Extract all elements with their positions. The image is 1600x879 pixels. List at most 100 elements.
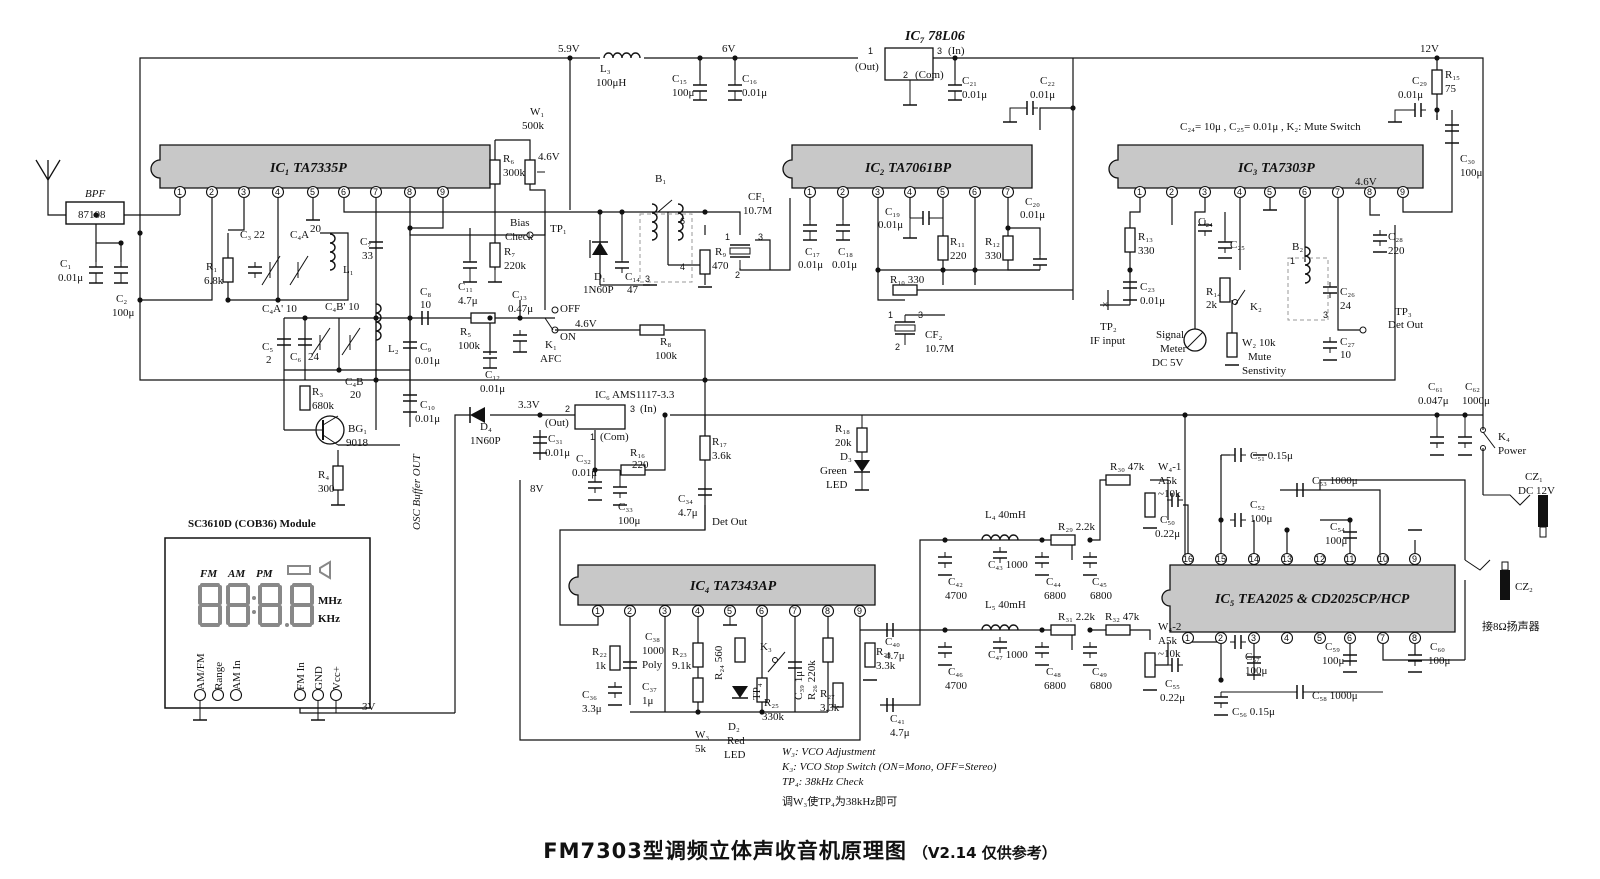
svg-text:2: 2 bbox=[735, 270, 740, 280]
svg-text:C₄₈: C₄₈ bbox=[1046, 666, 1061, 678]
svg-text:C₅₁ 0.15μ: C₅₁ 0.15μ bbox=[1250, 450, 1293, 462]
svg-text:K₄: K₄ bbox=[1498, 431, 1510, 443]
svg-text:C₁₃: C₁₃ bbox=[512, 289, 527, 301]
svg-text:0.01μ: 0.01μ bbox=[480, 383, 505, 395]
svg-text:C₂₉: C₂₉ bbox=[1412, 75, 1427, 87]
svg-text:3: 3 bbox=[1202, 187, 1207, 197]
svg-text:16: 16 bbox=[1183, 554, 1193, 564]
svg-text:1: 1 bbox=[177, 187, 182, 197]
svg-text:0.22μ: 0.22μ bbox=[1155, 528, 1180, 540]
svg-text:AM/FM: AM/FM bbox=[195, 653, 207, 690]
svg-text:C₅₅: C₅₅ bbox=[1165, 678, 1180, 690]
svg-text:W₁: W₁ bbox=[530, 106, 544, 118]
svg-text:3.6k: 3.6k bbox=[712, 450, 732, 462]
svg-text:B₁: B₁ bbox=[655, 173, 666, 185]
svg-text:10: 10 bbox=[1378, 554, 1388, 564]
svg-text:C₄B' 10: C₄B' 10 bbox=[325, 301, 360, 313]
svg-text:L₃: L₃ bbox=[600, 63, 611, 75]
svg-text:100μ: 100μ bbox=[618, 515, 641, 527]
svg-text:1N60P: 1N60P bbox=[470, 435, 501, 447]
svg-text:C₃₃: C₃₃ bbox=[618, 501, 633, 513]
svg-text:1000: 1000 bbox=[642, 645, 665, 657]
svg-text:B₂: B₂ bbox=[1292, 241, 1303, 253]
svg-text:K₂: K₂ bbox=[1250, 301, 1262, 313]
svg-text:1: 1 bbox=[807, 187, 812, 197]
svg-text:220: 220 bbox=[632, 459, 649, 471]
ceramic-filter-cf2: 1 3 2 bbox=[888, 310, 923, 352]
svg-text:CF₁: CF₁ bbox=[748, 191, 765, 203]
svg-text:12: 12 bbox=[1315, 554, 1325, 564]
svg-text:C₅₇: C₅₇ bbox=[1245, 651, 1260, 663]
antenna-icon bbox=[35, 159, 61, 182]
svg-text:75: 75 bbox=[1445, 83, 1457, 95]
svg-text:6: 6 bbox=[972, 187, 977, 197]
svg-text:33: 33 bbox=[362, 250, 374, 262]
svg-text:R₂₃: R₂₃ bbox=[672, 646, 687, 658]
red-led-d2 bbox=[732, 686, 748, 699]
svg-text:1: 1 bbox=[725, 232, 730, 242]
labels: 5.9V 6V 12V L₃ 100μH C₁₅ 100μ C₁₆ 0.01μ … bbox=[58, 43, 1555, 808]
svg-text:1: 1 bbox=[1137, 187, 1142, 197]
svg-text:C₆₂: C₆₂ bbox=[1465, 381, 1480, 393]
svg-text:C₂₃: C₂₃ bbox=[1140, 281, 1155, 293]
svg-text:0.01μ: 0.01μ bbox=[832, 259, 857, 271]
schematic: IC₁ TA7335P IC₂ TA7061BP IC₃ TA7303P IC₄… bbox=[35, 29, 1555, 808]
svg-text:3: 3 bbox=[918, 310, 923, 320]
svg-text:4: 4 bbox=[907, 187, 912, 197]
svg-text:C₄₅: C₄₅ bbox=[1092, 576, 1107, 588]
svg-text:C₃₄: C₃₄ bbox=[678, 493, 693, 505]
svg-text:C₃₈: C₃₈ bbox=[645, 631, 660, 643]
svg-text:R₁₅: R₁₅ bbox=[1445, 69, 1460, 81]
svg-text:11: 11 bbox=[1345, 554, 1354, 564]
svg-text:4.6V: 4.6V bbox=[538, 151, 560, 163]
signal-bars-icon bbox=[287, 565, 311, 575]
svg-text:6: 6 bbox=[341, 187, 346, 197]
svg-text:C₁₁: C₁₁ bbox=[458, 281, 473, 293]
sc3610d-module: SC3610D (COB36) Module FM AM PM MHz KHz … bbox=[164, 518, 455, 721]
svg-text:W₃: W₃ bbox=[695, 729, 709, 741]
svg-text:5: 5 bbox=[727, 606, 732, 616]
svg-text:C₅₃ 1000μ: C₅₃ 1000μ bbox=[1312, 475, 1358, 487]
svg-text:R₇: R₇ bbox=[504, 246, 515, 258]
svg-text:3: 3 bbox=[630, 404, 635, 414]
svg-text:TP₂: TP₂ bbox=[1100, 321, 1117, 333]
svg-text:7: 7 bbox=[792, 606, 797, 616]
svg-text:0.01μ: 0.01μ bbox=[742, 87, 767, 99]
svg-text:5: 5 bbox=[310, 187, 315, 197]
svg-text:AFC: AFC bbox=[540, 353, 561, 365]
svg-text:100μ: 100μ bbox=[1325, 535, 1348, 547]
svg-text:10: 10 bbox=[420, 299, 432, 311]
svg-text:MHz: MHz bbox=[318, 595, 342, 607]
svg-text:R₁₆: R₁₆ bbox=[630, 447, 645, 459]
svg-text:R₆: R₆ bbox=[503, 153, 514, 165]
svg-text:20k: 20k bbox=[835, 437, 852, 449]
svg-text:C₉: C₉ bbox=[420, 341, 431, 353]
diode-d1 bbox=[592, 241, 608, 255]
svg-text:330: 330 bbox=[985, 250, 1002, 262]
svg-text:1μ: 1μ bbox=[642, 695, 654, 707]
svg-text:W₃: VCO Adjustment: W₃: VCO Adjustment bbox=[782, 746, 876, 758]
signal-meter-icon bbox=[1183, 328, 1207, 352]
svg-text:9: 9 bbox=[440, 187, 445, 197]
ceramic-filter-cf1: 1 3 2 bbox=[725, 232, 763, 280]
svg-text:4.7μ: 4.7μ bbox=[885, 650, 905, 662]
svg-text:5: 5 bbox=[1267, 187, 1272, 197]
svg-text:(Com): (Com) bbox=[915, 69, 944, 81]
svg-text:C₁₉: C₁₉ bbox=[885, 206, 900, 218]
svg-text:2: 2 bbox=[565, 404, 570, 414]
svg-text:W₂ 10k: W₂ 10k bbox=[1242, 337, 1276, 349]
ic7-label: IC₇ 78L06 bbox=[904, 29, 965, 44]
svg-text:20: 20 bbox=[310, 223, 322, 235]
svg-text:TP₃: TP₃ bbox=[1395, 306, 1412, 318]
svg-text:4: 4 bbox=[695, 606, 700, 616]
svg-text:1000μ: 1000μ bbox=[1462, 395, 1490, 407]
svg-text:C₂₈: C₂₈ bbox=[1388, 231, 1403, 243]
svg-text:2: 2 bbox=[627, 606, 632, 616]
svg-text:(In): (In) bbox=[640, 403, 657, 415]
svg-text:24: 24 bbox=[1340, 300, 1352, 312]
svg-text:7: 7 bbox=[1380, 633, 1385, 643]
footer-title: FM7303型调频立体声收音机原理图（V2.14 仅供参考） bbox=[0, 835, 1600, 865]
svg-text:10.7M: 10.7M bbox=[743, 205, 772, 217]
svg-text:2: 2 bbox=[1218, 633, 1223, 643]
svg-text:C₆: C₆ bbox=[290, 351, 301, 363]
